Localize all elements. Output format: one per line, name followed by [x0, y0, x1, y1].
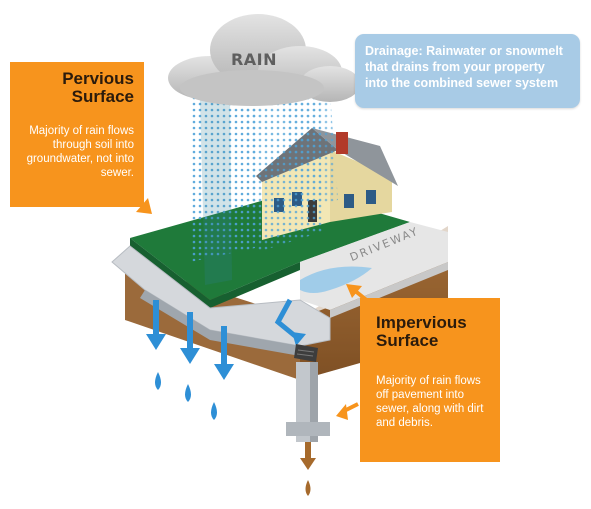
water-droplets	[155, 372, 217, 420]
sewer-outflow	[300, 442, 316, 496]
drainage-definition-text: Drainage: Rainwater or snowmelt that dra…	[365, 44, 563, 90]
impervious-title: Impervious Surface	[376, 314, 496, 350]
drainage-definition-box: Drainage: Rainwater or snowmelt that dra…	[355, 34, 580, 108]
driveway	[300, 222, 448, 310]
pervious-surface-callout: Pervious Surface Majority of rain flows …	[10, 62, 144, 207]
rain-label: RAIN	[230, 50, 278, 69]
impervious-title-line1: Impervious	[376, 313, 467, 332]
rain-cloud	[168, 14, 360, 106]
storm-drain	[294, 344, 318, 362]
impervious-pointer-lower	[336, 402, 359, 420]
chimney	[336, 132, 348, 154]
pervious-title: Pervious Surface	[14, 70, 134, 106]
impervious-surface-callout: Impervious Surface Majority of rain flow…	[360, 298, 500, 462]
impervious-body: Majority of rain flows off pavement into…	[376, 375, 484, 429]
infiltration-arrows	[146, 300, 234, 380]
impervious-title-line2: Surface	[376, 331, 439, 350]
pervious-title-line2: Surface	[71, 87, 134, 106]
pervious-title-line1: Pervious	[62, 69, 134, 88]
runoff-puddle	[300, 266, 372, 293]
pervious-body: Majority of rain flows through soil into…	[26, 125, 134, 179]
rain	[190, 90, 338, 285]
sewer-pipe	[286, 362, 330, 442]
